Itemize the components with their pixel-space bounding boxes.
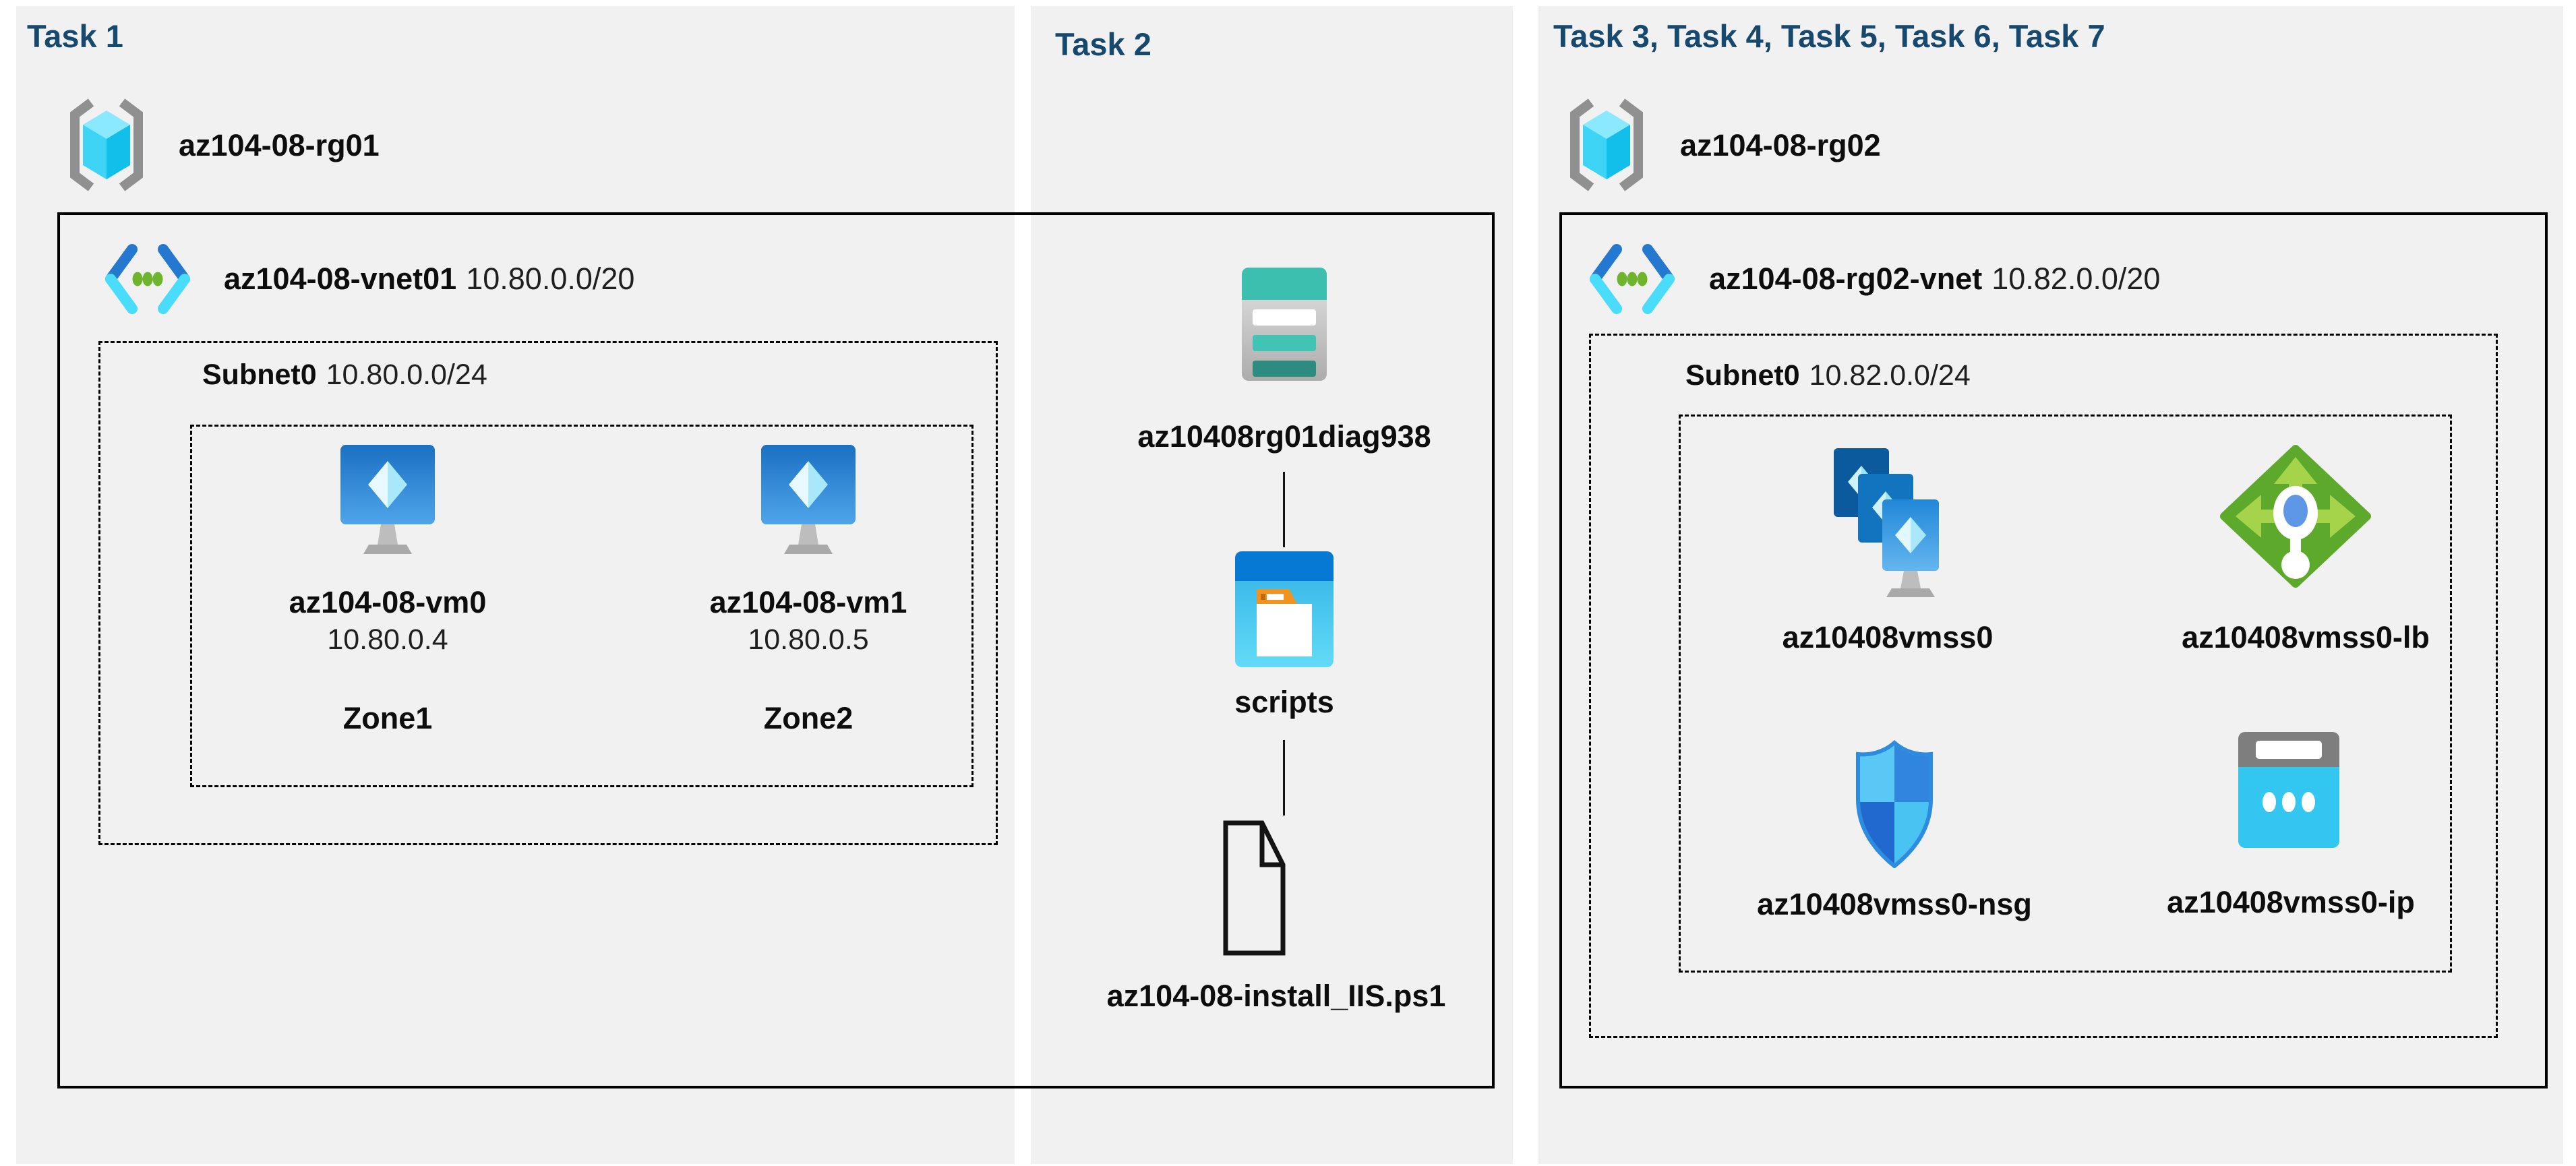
resource-group-icon [1559,96,1654,194]
connector-line [1283,472,1285,547]
task1-vm-group-box [190,425,974,787]
subnet-name: Subnet0 [1685,359,1800,392]
vm-ip: 10.80.0.4 [327,623,448,656]
vnet-name: az104-08-vnet01 [224,262,457,296]
container-label: scripts [1234,685,1334,719]
load-balancer-icon [2219,443,2372,589]
task3-title: Task 3, Task 4, Task 5, Task 6, Task 7 [1553,18,2105,54]
task3-resource-group-box [1679,415,2452,973]
vnet-label: az104-08-vnet01 10.80.0.0/20 [224,262,634,297]
public-ip-label: az10408vmss0-ip [2167,885,2415,919]
script-file-label: az104-08-install_IIS.ps1 [1106,979,1446,1013]
resource-group-icon [59,96,154,194]
subnet-cidr: 10.82.0.0/24 [1809,359,1971,392]
task1-subnet-box [98,341,998,845]
public-ip-icon [2238,732,2339,848]
load-balancer-label: az10408vmss0-lb [2182,620,2430,654]
task1-panel [16,6,1015,1164]
subnet-cidr: 10.80.0.0/24 [326,359,487,391]
subnet-label: Subnet0 10.82.0.0/24 [1685,359,1971,392]
blob-container-icon [1235,551,1334,667]
storage-account-icon [1242,268,1327,381]
vmss-label: az10408vmss0 [1782,620,1994,654]
resource-group-label: az104-08-rg01 [179,128,380,162]
storage-account-label: az10408rg01diag938 [1137,419,1431,454]
subnet-name: Subnet0 [202,359,317,391]
vmss-icon [1820,441,1955,600]
virtual-machine-icon [330,445,445,563]
task1-title: Task 1 [27,18,123,54]
resource-group-label: az104-08-rg02 [1680,128,1881,162]
nsg-label: az10408vmss0-nsg [1757,887,2032,921]
virtual-network-icon [1586,241,1679,317]
task3-boundary-box [1559,212,2548,1088]
vnet-name: az104-08-rg02-vnet [1709,262,1983,296]
subnet-label: Subnet0 10.80.0.0/24 [202,359,487,392]
vnet-cidr: 10.80.0.0/20 [466,262,635,296]
virtual-machine-icon [751,445,866,563]
vm-name: az104-08-vm0 [289,585,487,619]
vm-ip: 10.80.0.5 [748,623,869,656]
vm-name: az104-08-vm1 [709,585,907,619]
task3-subnet-box [1589,334,2498,1038]
task2-title: Task 2 [1055,26,1151,62]
task1-boundary-box [57,212,1495,1088]
vnet-cidr: 10.82.0.0/20 [1991,262,2161,296]
virtual-network-icon [101,241,194,317]
vm-zone: Zone1 [342,701,433,735]
nsg-icon [1855,740,1934,868]
vm-zone: Zone2 [763,701,853,735]
connector-line [1283,740,1285,816]
script-file-icon [1222,819,1287,957]
